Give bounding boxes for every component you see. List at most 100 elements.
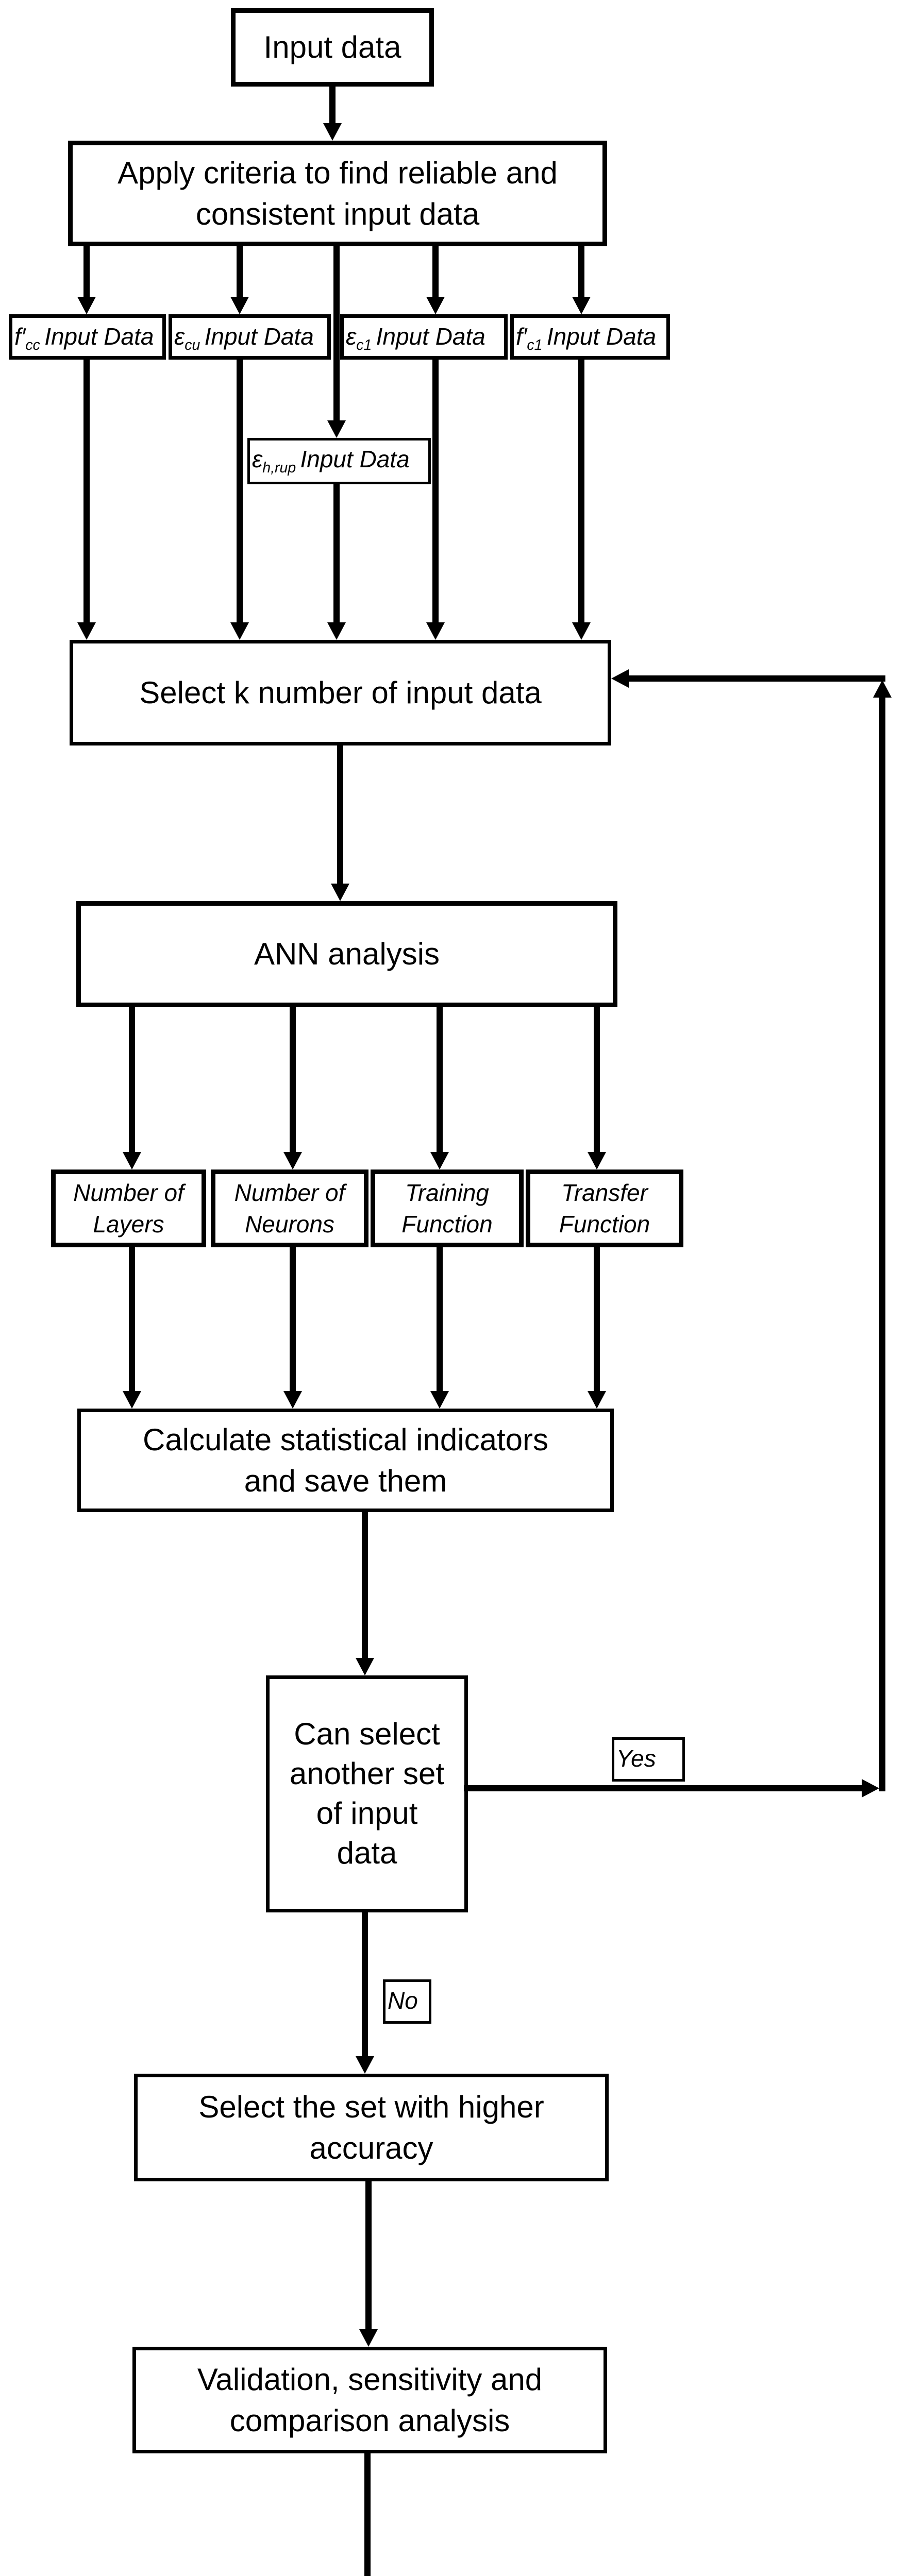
arrow-selectk-to-ann-head (331, 884, 349, 901)
arrow-transfer-to-calc-head (588, 1391, 606, 1409)
ehrup-text: Input Data (300, 446, 410, 472)
ehrup-symbol: ε (252, 446, 263, 472)
fcc-text: Input Data (44, 323, 154, 350)
can-select-line1: Can select (294, 1717, 440, 1752)
arrow-apply-to-ec1-head (426, 297, 445, 314)
ehrup-subscript: h,rup (262, 460, 296, 477)
arrow-fc1-to-selectk-head (572, 622, 591, 640)
arrow-calc-to-canselect-line (362, 1512, 368, 1659)
select-higher-line2: accuracy (309, 2130, 433, 2165)
arrow-ann-to-neurons-line (290, 1007, 296, 1153)
arrow-transfer-to-calc-line (594, 1247, 600, 1392)
arrow-ann-to-training-head (430, 1152, 449, 1170)
apply-criteria-line1: Apply criteria to find reliable and (118, 156, 558, 191)
arrow-higher-to-validation-head (359, 2329, 378, 2347)
apply-criteria-line2: consistent input data (195, 196, 480, 231)
yes-feedback-right-head (862, 1779, 879, 1798)
calculate-line2: and save them (244, 1463, 447, 1498)
validation-line2: comparison analysis (229, 2403, 510, 2438)
training-function-box: Training Function (371, 1170, 524, 1247)
arrow-apply-to-ecu-line (237, 246, 243, 298)
neurons-line2: Neurons (245, 1210, 334, 1238)
arrow-fc1-to-selectk-line (578, 360, 584, 623)
arrow-layers-to-calc-line (129, 1247, 135, 1392)
can-select-line2: another set (289, 1756, 445, 1791)
arrow-ec1-to-selectk-head (426, 622, 445, 640)
ann-analysis-box: ANN analysis (76, 901, 617, 1007)
no-label-box: No (383, 1979, 431, 2024)
arrow-training-to-calc-head (430, 1391, 449, 1409)
transfer-line1: Transfer (561, 1179, 648, 1206)
ec1-subscript: c1 (356, 337, 372, 354)
arrow-ec1-to-selectk-line (432, 360, 439, 623)
neurons-line1: Number of (234, 1179, 345, 1206)
ecu-text: Input Data (204, 323, 314, 350)
transfer-function-box: Transfer Function (526, 1170, 683, 1247)
transfer-line2: Function (559, 1210, 650, 1238)
yes-feedback-left-head (611, 669, 629, 688)
training-line2: Function (401, 1210, 493, 1238)
can-select-box: Can select another set of input data (266, 1675, 468, 1912)
arrow-fcc-to-selectk-line (83, 360, 90, 623)
select-k-box: Select k number of input data (70, 640, 611, 745)
arrow-calc-to-canselect-head (356, 1658, 374, 1675)
fcc-subscript: cc (25, 337, 40, 354)
yes-feedback-top-line (628, 675, 885, 682)
arrow-apply-to-fc1-head (572, 297, 591, 314)
arrow-ecu-to-selectk-head (230, 622, 249, 640)
input-data-box: Input data (231, 8, 434, 87)
yes-label-box: Yes (612, 1737, 685, 1782)
arrow-apply-to-fc1-line (578, 246, 584, 298)
fcc-symbol: f′ (14, 323, 26, 350)
arrow-ehrup-to-selectk-line (333, 484, 340, 623)
ec1-text: Input Data (376, 323, 485, 350)
layers-line1: Number of (73, 1179, 184, 1206)
arrow-selectk-to-ann-line (337, 745, 343, 885)
can-select-line4: data (337, 1835, 397, 1870)
fc1-subscript: c1 (527, 337, 543, 354)
arrow-layers-to-calc-head (123, 1391, 141, 1409)
arrow-higher-to-validation-line (365, 2181, 372, 2330)
ec1-symbol: ε (346, 323, 357, 350)
calculate-indicators-box: Calculate statistical indicators and sav… (77, 1409, 614, 1512)
input-data-label: Input data (263, 30, 401, 65)
can-select-line3: of input (316, 1796, 418, 1831)
no-label: No (388, 1987, 418, 2014)
arrow-apply-to-ehrup-head (327, 420, 346, 438)
yes-label: Yes (616, 1745, 656, 1772)
arrow-neurons-to-calc-line (290, 1247, 296, 1392)
yes-feedback-up-head (873, 680, 892, 698)
ann-analysis-label: ANN analysis (254, 937, 440, 972)
arrow-ann-to-transfer-head (588, 1152, 606, 1170)
arrow-input-to-apply-head (323, 123, 342, 141)
training-line1: Training (405, 1179, 489, 1206)
arrow-apply-to-ehrup-line (333, 246, 340, 421)
select-k-label: Select k number of input data (139, 675, 542, 710)
validation-line1: Validation, sensitivity and (197, 2362, 543, 2397)
arrow-apply-to-fcc-line (83, 246, 90, 298)
number-of-neurons-box: Number of Neurons (211, 1170, 368, 1247)
yes-feedback-vertical-line (879, 697, 885, 1791)
validation-box: Validation, sensitivity and comparison a… (132, 2347, 607, 2453)
arrow-ann-to-layers-head (123, 1152, 141, 1170)
arrow-fcc-to-selectk-head (77, 622, 96, 640)
number-of-layers-box: Number of Layers (51, 1170, 206, 1247)
arrow-ehrup-to-selectk-head (327, 622, 346, 640)
arrow-apply-to-ec1-line (432, 246, 439, 298)
arrow-apply-to-fcc-head (77, 297, 96, 314)
select-higher-accuracy-box: Select the set with higher accuracy (134, 2074, 609, 2181)
apply-criteria-box: Apply criteria to find reliable and cons… (68, 141, 607, 246)
calculate-line1: Calculate statistical indicators (142, 1422, 548, 1458)
arrow-training-to-calc-line (437, 1247, 443, 1392)
arrow-ecu-to-selectk-line (237, 360, 243, 623)
arrow-ann-to-neurons-head (283, 1152, 302, 1170)
arrow-input-to-apply-line (329, 87, 336, 124)
ecu-subscript: cu (185, 337, 200, 354)
arrow-validation-to-end-line (364, 2453, 371, 2576)
arrow-apply-to-ecu-head (230, 297, 249, 314)
